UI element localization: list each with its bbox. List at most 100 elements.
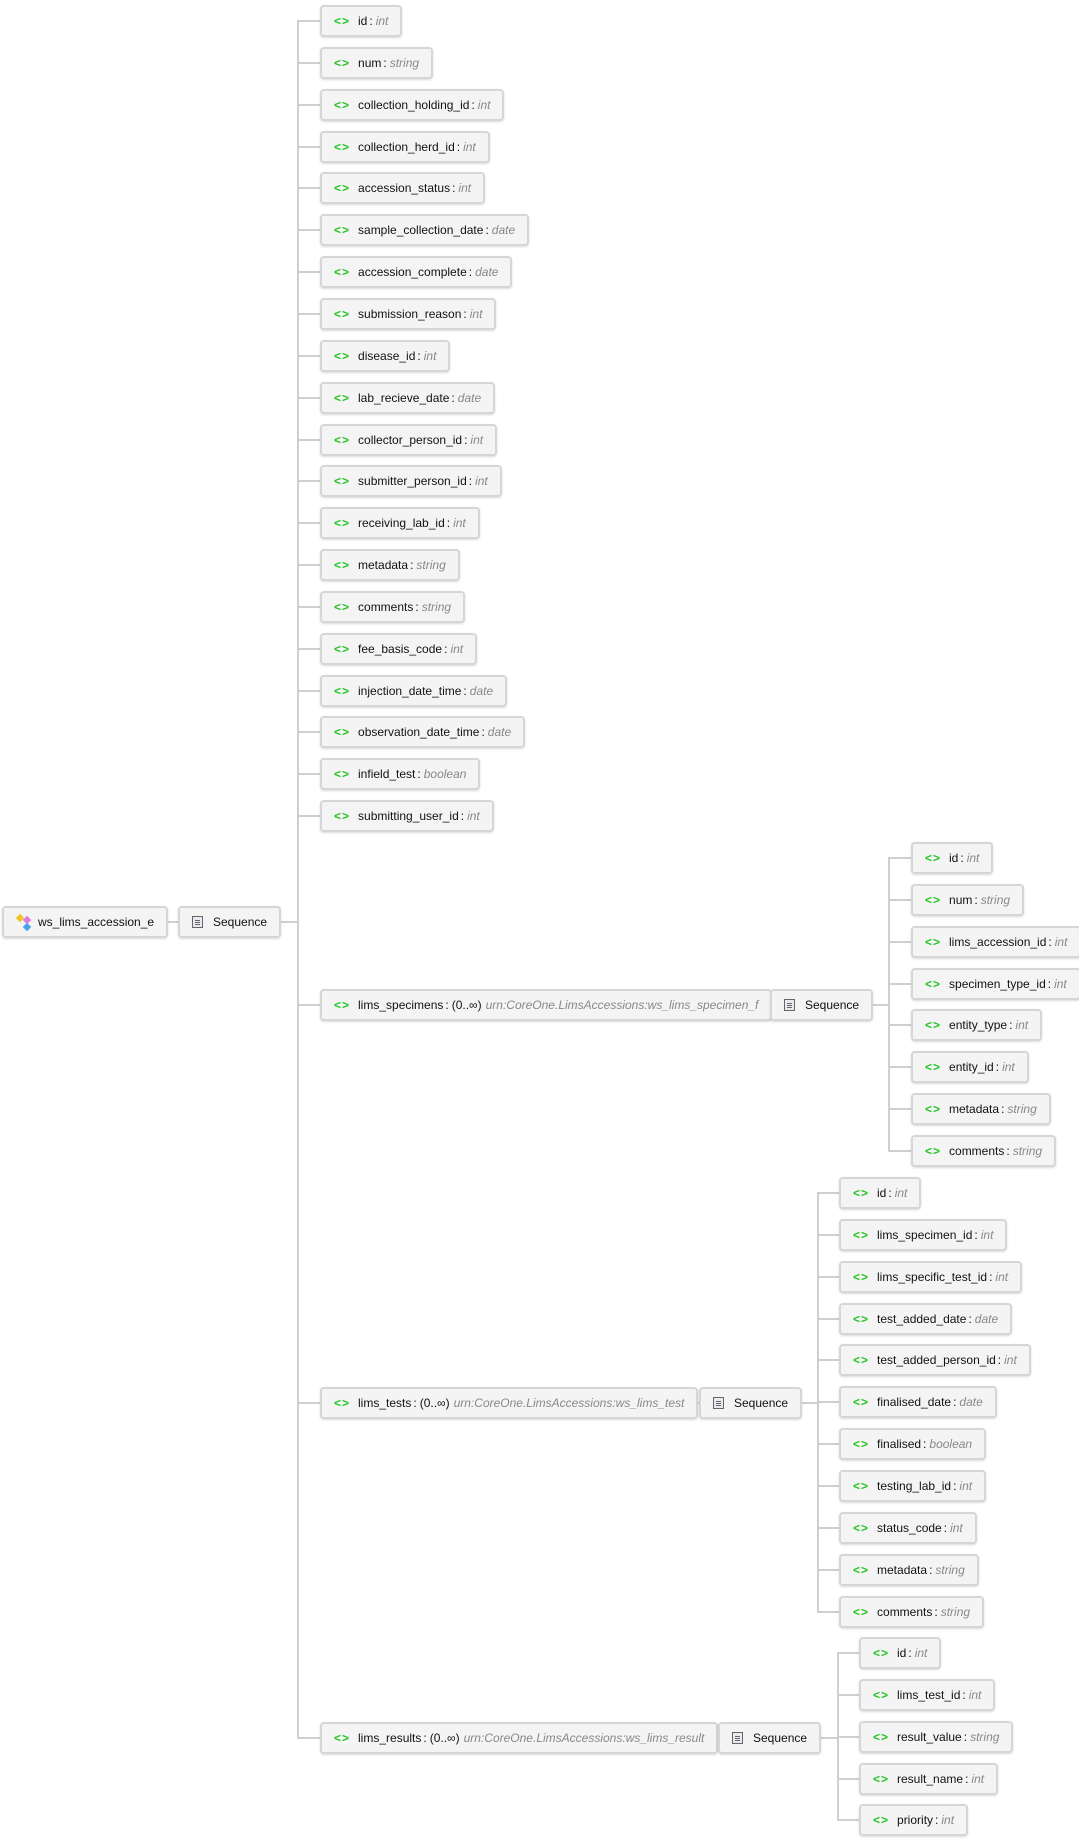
element-type: date [487, 725, 512, 739]
connector-line [817, 1359, 839, 1361]
element-type: int [423, 349, 437, 363]
element-type: string [970, 1730, 1000, 1744]
element-node[interactable]: <>priority:int [859, 1804, 969, 1836]
element-node[interactable]: <>test_added_date:date [839, 1303, 1013, 1335]
element-name: lims_specific_test_id [877, 1270, 988, 1284]
connector-line [817, 1192, 839, 1194]
element-node[interactable]: <>num:string [911, 884, 1025, 916]
element-node[interactable]: <>comments:string [839, 1596, 985, 1628]
group-element-node[interactable]: <>lims_results:(0..∞)urn:CoreOne.LimsAcc… [320, 1722, 719, 1754]
element-node[interactable]: <>collection_herd_id:int [320, 131, 490, 163]
element-node[interactable]: <>disease_id:int [320, 340, 451, 372]
element-name: num [949, 893, 973, 907]
connector-line [297, 397, 320, 399]
connector-line [297, 20, 320, 22]
connector-line [297, 313, 320, 315]
element-type: int [453, 516, 466, 530]
element-node[interactable]: <>specimen_type_id:int [911, 968, 1079, 1000]
element-type: int [475, 474, 488, 488]
element-type: int [1015, 1018, 1029, 1032]
sequence-label: Sequence [734, 1396, 789, 1410]
element-node[interactable]: <>comments:string [320, 591, 466, 623]
element-node[interactable]: <>id:int [911, 842, 994, 874]
element-node[interactable]: <>finalised_date:date [839, 1386, 997, 1418]
element-node[interactable]: <>submitter_person_id:int [320, 465, 502, 497]
element-type: urn:CoreOne.LimsAccessions:ws_lims_resul… [463, 1731, 705, 1745]
element-node[interactable]: <>id:int [859, 1637, 942, 1669]
connector-line [817, 1276, 839, 1278]
group-element-node[interactable]: <>lims_tests:(0..∞)urn:CoreOne.LimsAcces… [320, 1387, 699, 1419]
element-node[interactable]: <>id:int [320, 5, 403, 37]
element-type: date [475, 265, 499, 279]
element-type: boolean [423, 767, 467, 781]
element-icon: <> [925, 935, 942, 949]
sequence-node[interactable]: Sequence [699, 1387, 803, 1419]
element-node[interactable]: <>result_value:string [859, 1721, 1014, 1753]
element-node[interactable]: <>testing_lab_id:int [839, 1470, 987, 1502]
connector-line [297, 146, 320, 148]
colon: : [929, 1563, 933, 1577]
colon: : [974, 1228, 978, 1242]
element-node[interactable]: <>infield_test:boolean [320, 758, 481, 790]
element-node[interactable]: <>comments:string [911, 1135, 1057, 1167]
element-node[interactable]: <>accession_status:int [320, 172, 486, 204]
element-node[interactable]: <>finalised:boolean [839, 1428, 987, 1460]
connector-line [888, 941, 911, 943]
colon: : [410, 558, 414, 572]
root-element-node[interactable]: ws_lims_accession_e [2, 906, 169, 938]
connector-line [297, 439, 320, 441]
complex-type-icon [15, 913, 32, 932]
sequence-node[interactable]: Sequence [770, 989, 874, 1021]
element-icon: <> [853, 1563, 870, 1577]
element-node[interactable]: <>lab_recieve_date:date [320, 382, 496, 414]
connector-line [888, 1108, 911, 1110]
colon: : [369, 14, 373, 28]
element-node[interactable]: <>sample_collection_date:date [320, 214, 530, 246]
connector-line [297, 20, 299, 1739]
colon: : [934, 1605, 938, 1619]
element-node[interactable]: <>metadata:string [839, 1554, 979, 1586]
connector-line [297, 62, 320, 64]
connector-line [789, 1402, 817, 1404]
element-node[interactable]: <>id:int [839, 1177, 922, 1209]
element-node[interactable]: <>metadata:string [320, 549, 460, 581]
element-name: lims_accession_id [949, 935, 1047, 949]
sequence-node[interactable]: Sequence [178, 906, 282, 938]
element-name: id [877, 1186, 887, 1200]
element-node[interactable]: <>receiving_lab_id:int [320, 507, 480, 539]
element-node[interactable]: <>accession_complete:date [320, 256, 513, 288]
sequence-node[interactable]: Sequence [718, 1722, 822, 1754]
group-element-node[interactable]: <>lims_specimens:(0..∞)urn:CoreOne.LimsA… [320, 989, 773, 1021]
element-node[interactable]: <>observation_date_time:date [320, 716, 526, 748]
colon: : [452, 181, 456, 195]
element-node[interactable]: <>entity_type:int [911, 1009, 1043, 1041]
sequence-icon [713, 1396, 724, 1409]
element-node[interactable]: <>submitting_user_id:int [320, 800, 494, 832]
element-node[interactable]: <>lims_specific_test_id:int [839, 1261, 1023, 1293]
connector-line [860, 1004, 888, 1006]
element-node[interactable]: <>collection_holding_id:int [320, 89, 505, 121]
connector-line [888, 899, 911, 901]
colon: : [908, 1646, 912, 1660]
element-node[interactable]: <>lims_specimen_id:int [839, 1219, 1008, 1251]
element-icon: <> [334, 767, 351, 781]
element-icon: <> [334, 516, 351, 530]
connector-line [297, 564, 320, 566]
element-node[interactable]: <>lims_accession_id:int [911, 926, 1079, 958]
element-node[interactable]: <>entity_id:int [911, 1051, 1029, 1083]
element-node[interactable]: <>submission_reason:int [320, 298, 497, 330]
element-node[interactable]: <>lims_test_id:int [859, 1679, 996, 1711]
element-node[interactable]: <>result_name:int [859, 1763, 999, 1795]
element-node[interactable]: <>fee_basis_code:int [320, 633, 478, 665]
element-type: int [966, 851, 980, 865]
element-type: date [457, 391, 482, 405]
element-node[interactable]: <>num:string [320, 47, 434, 79]
element-node[interactable]: <>status_code:int [839, 1512, 977, 1544]
element-type: date [469, 684, 494, 698]
element-type: string [940, 1605, 971, 1619]
element-node[interactable]: <>test_added_person_id:int [839, 1344, 1031, 1376]
element-node[interactable]: <>injection_date_time:date [320, 675, 508, 707]
element-node[interactable]: <>collector_person_id:int [320, 424, 498, 456]
element-node[interactable]: <>metadata:string [911, 1093, 1051, 1125]
element-icon: <> [853, 1395, 870, 1409]
